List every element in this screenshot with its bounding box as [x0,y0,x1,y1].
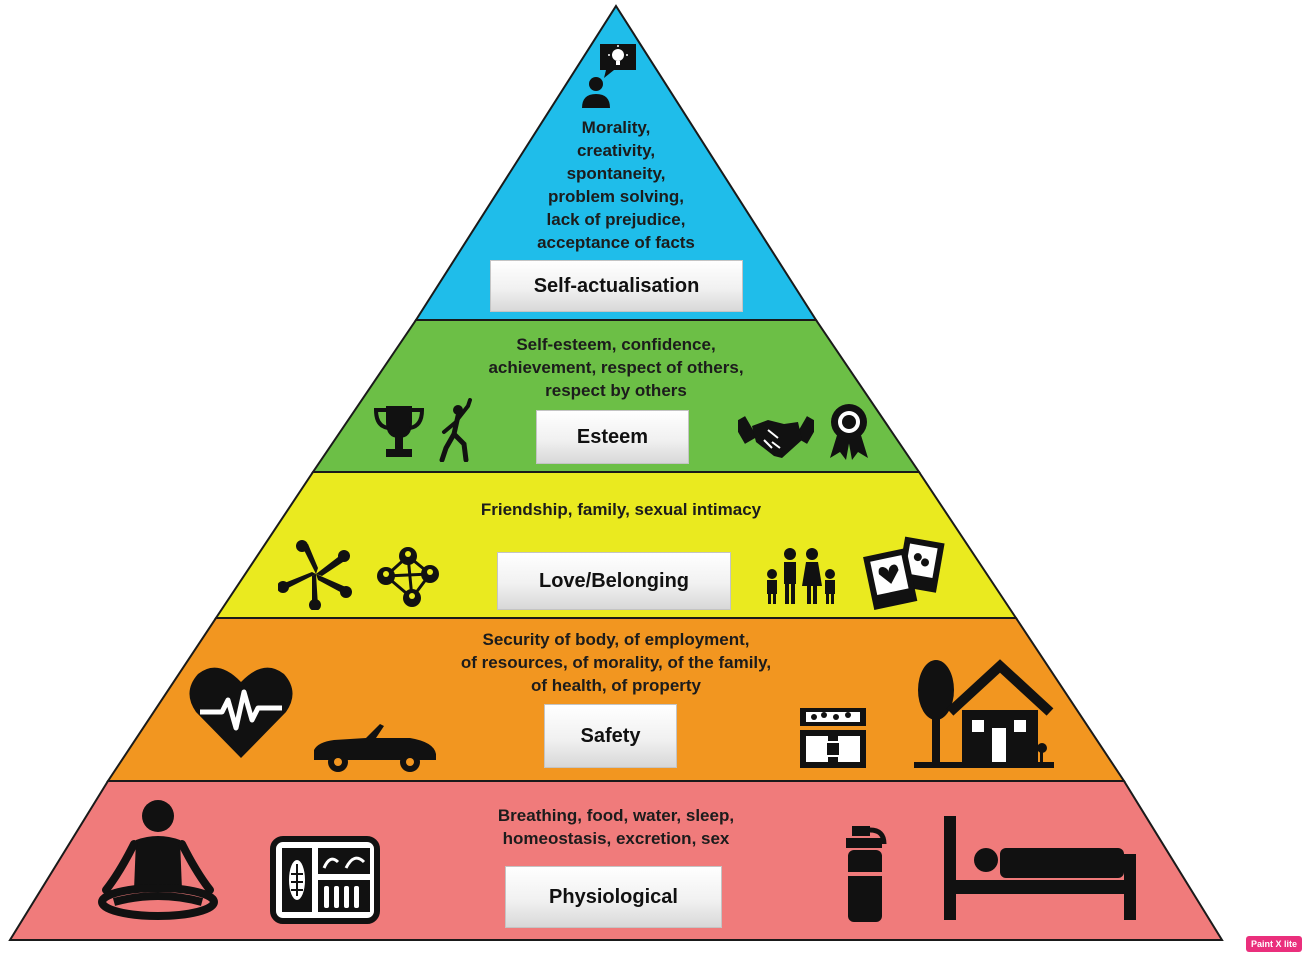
love-belonging-label: Love/Belonging [497,552,731,610]
description-line: respect by others [545,381,687,400]
sleeping-bed-icon [944,816,1136,920]
description-line: Morality, [581,118,651,137]
watermark-badge: Paint X lite [1246,936,1302,952]
hands-circle-icon [278,540,352,610]
description-line: Friendship, family, sexual intimacy [480,500,762,519]
description-line: of health, of property [531,676,701,695]
safety-label: Safety [544,704,677,768]
family-icon [767,548,835,604]
description-line: of resources, of morality, of the family… [460,653,772,672]
description-line: homeostasis, excretion, sex [502,829,730,848]
esteem-label: Esteem [536,410,689,464]
self-actualisation-description: Morality, creativity, spontaneity, probl… [466,116,766,254]
physiological-label: Physiological [505,866,722,928]
self-actualisation-label: Self-actualisation [490,260,743,312]
description-line: lack of prejudice, [546,210,686,229]
handshake-icon [738,416,814,458]
car-icon [314,724,436,772]
description-line: Security of body, of employment, [482,630,750,649]
trophy-icon [373,406,425,457]
description-line: problem solving, [547,187,685,206]
description-line: creativity, [576,141,656,160]
heart-pulse-icon [189,667,293,758]
award-ribbon-icon [830,404,868,460]
photo-frames-icon [863,536,945,610]
physiological-description: Breathing, food, water, sleep, homeostas… [436,804,796,850]
description-line: Breathing, food, water, sleep, [497,806,735,825]
description-line: spontaneity, [566,164,666,183]
description-line: achievement, respect of others, [488,358,744,377]
meditation-icon [98,800,218,920]
esteem-description: Self-esteem, confidence, achievement, re… [436,333,796,402]
description-line: Self-esteem, confidence, [516,335,716,354]
treasure-chest-icon [800,708,866,768]
food-tray-icon [270,836,380,924]
love-belonging-description: Friendship, family, sexual intimacy [421,498,821,521]
person-idea-icon [582,44,636,108]
house-tree-icon [914,659,1054,768]
description-line: acceptance of facts [537,233,695,252]
social-network-icon [377,547,439,607]
victory-person-icon [439,398,472,462]
water-bottle-icon [846,826,887,922]
safety-description: Security of body, of employment, of reso… [396,628,836,697]
